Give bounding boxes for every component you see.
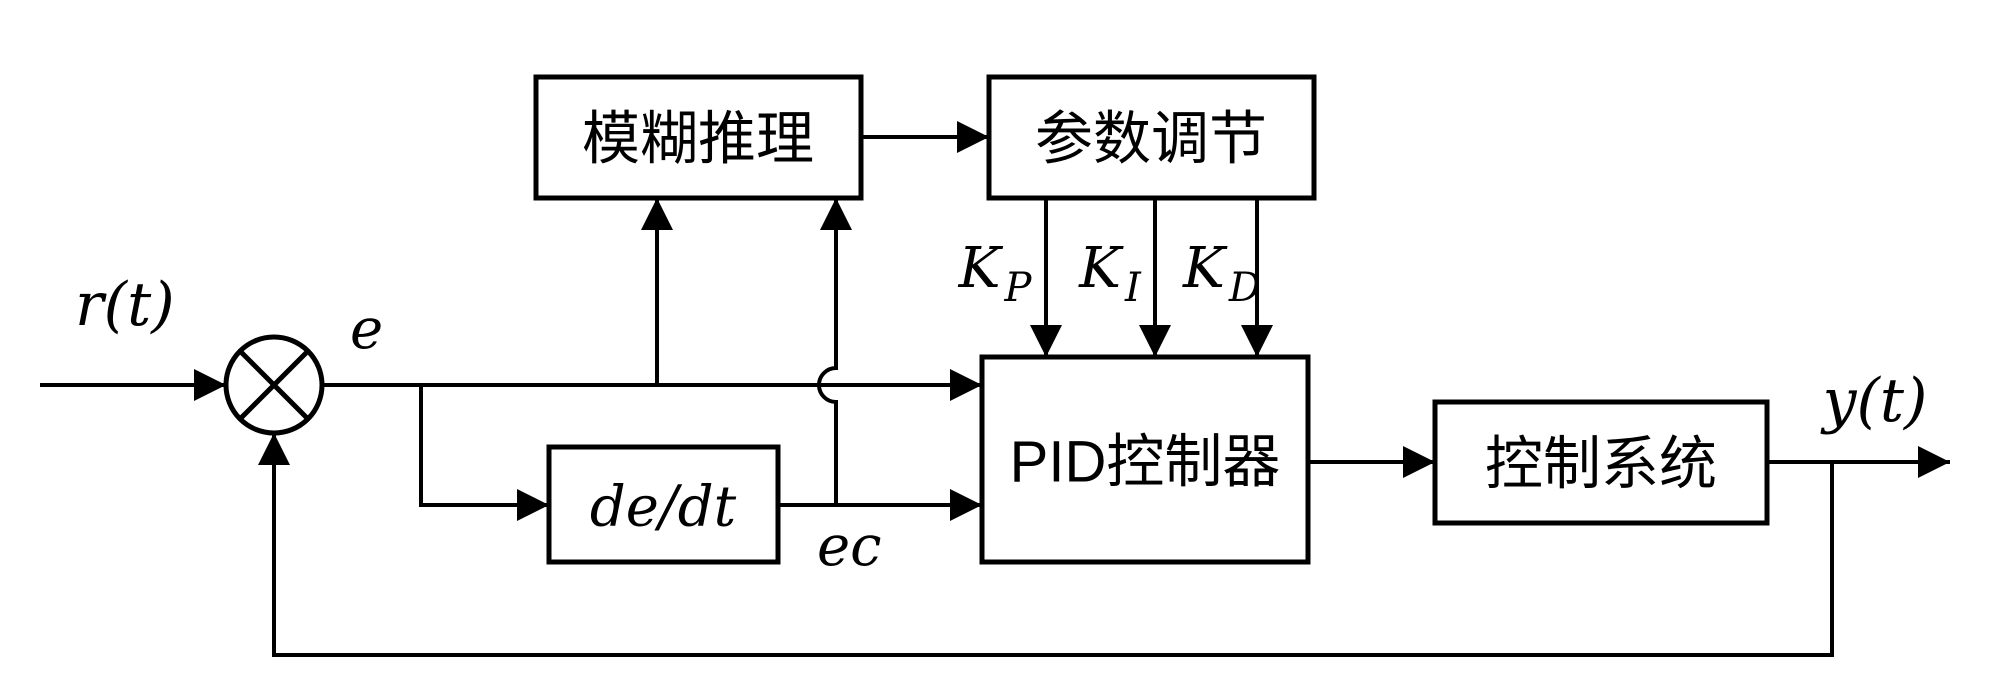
ki-subscript: I — [1124, 265, 1142, 311]
control-system-block — [1432, 399, 1770, 526]
kp-subscript: P — [1003, 265, 1032, 311]
connector-lines — [40, 121, 1950, 657]
derivative-label: de/dt — [590, 475, 737, 540]
pid-controller-label: PID控制器 — [1010, 430, 1281, 495]
kp-label: K P — [958, 236, 1033, 311]
kd-subscript: D — [1228, 265, 1261, 311]
derivative-block — [546, 444, 781, 565]
blocks — [533, 74, 1770, 565]
control-system-label: 控制系统 — [1485, 432, 1717, 497]
ki-label: K I — [1078, 236, 1142, 311]
feedback-line — [258, 433, 1834, 657]
error-change-label: ec — [817, 514, 882, 579]
kd-label: K D — [1182, 236, 1261, 311]
ki-base: K — [1078, 236, 1124, 301]
parameter-adjust-block — [986, 74, 1317, 201]
summing-junction-cross-2 — [238, 349, 310, 421]
parameter-adjust-label: 参数调节 — [1035, 107, 1267, 172]
kp-base: K — [958, 236, 1004, 301]
kd-base: K — [1182, 236, 1228, 301]
pid-controller-block — [979, 354, 1311, 565]
fuzzy-inference-label: 模糊推理 — [582, 107, 814, 172]
error-signal-label: e — [350, 297, 383, 362]
error-to-derivative-line — [419, 385, 549, 521]
reference-input-label: r(t) — [75, 270, 175, 340]
error-change-to-fuzzy-arrow — [817, 198, 852, 505]
summing-junction — [223, 334, 325, 436]
output-signal-label: y(t) — [1820, 366, 1928, 436]
fuzzy-inference-block — [533, 74, 864, 201]
